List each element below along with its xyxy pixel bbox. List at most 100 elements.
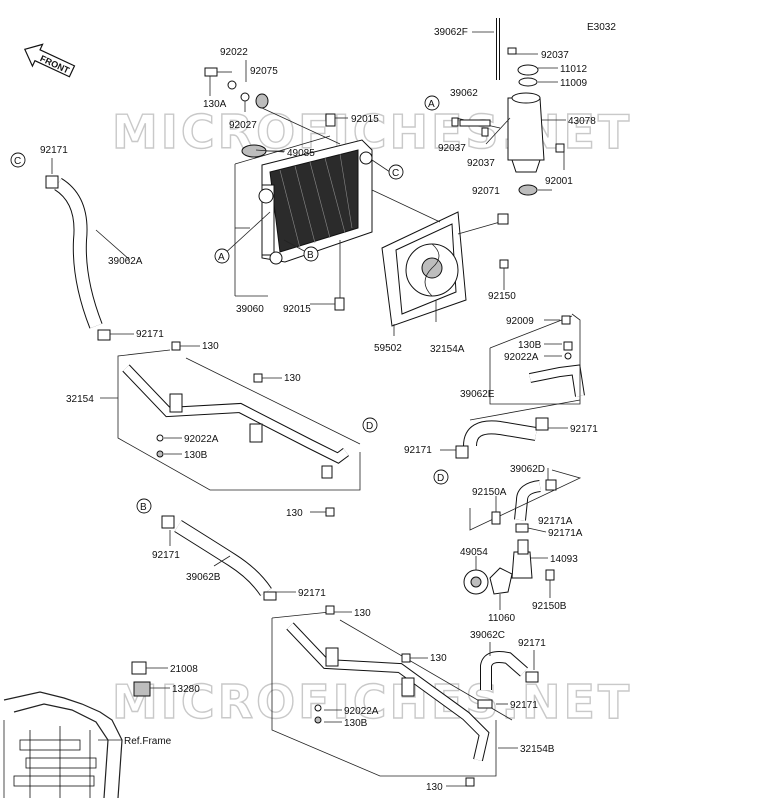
cooling-fan [381,211,509,327]
front-arrow-icon: FRONT [23,43,76,78]
label-130b-b: 130B [518,340,542,351]
label-92001: 92001 [545,176,573,187]
label-92171-e2: 92171 [404,445,432,456]
label-49085: 49085 [287,148,315,159]
diagram-code: E3032 [587,22,616,33]
hose-39062 [459,119,491,127]
clamp-92171-b [97,329,111,341]
svg-text:A: A [428,99,435,110]
svg-text:C: C [392,168,399,179]
label-32154: 32154 [66,394,94,405]
label-39062e: 39062E [460,389,495,400]
marker-a-2: A [214,248,230,264]
label-92171-b: 92171 [136,329,164,340]
svg-text:D: D [366,421,373,432]
radiator [258,139,373,265]
label-92171-c: 92171 [152,550,180,561]
marker-d-2: D [433,469,449,485]
label-92071: 92071 [472,186,500,197]
label-92171a-a: 92171A [538,516,573,527]
label-ref-frame: Ref.Frame [124,736,172,747]
label-11012: 11012 [560,64,588,75]
thermostat-housing-14093 [511,539,533,579]
marker-d-1: D [362,417,378,433]
label-39062c: 39062C [470,630,505,641]
label-92150b: 92150B [532,601,567,612]
label-92171a-b: 92171A [548,528,583,539]
label-92037-b: 92037 [438,143,466,154]
label-130-b: 130 [284,373,301,384]
label-11060: 11060 [488,613,516,624]
bolt-130-d [325,605,335,615]
label-92037-c: 92037 [467,158,495,169]
svg-text:A: A [218,252,225,263]
clamp-92171-c2 [477,699,493,709]
clamp-92171-e1 [455,445,469,459]
svg-text:C: C [14,156,21,167]
label-92037-a: 92037 [541,50,569,61]
label-39062d: 39062D [510,464,545,475]
label-92027: 92027 [229,120,257,131]
thermostat-49054 [463,569,489,595]
label-39062: 39062 [450,88,478,99]
pipe-32154a [529,364,585,397]
label-130-a: 130 [202,341,219,352]
clamp-92171-e2 [535,417,549,431]
label-14093: 14093 [550,554,578,565]
frame-reference [3,691,123,798]
label-92150: 92150 [488,291,516,302]
washer-92022 [227,80,237,90]
clamp-92171-a [45,175,59,189]
label-92150a: 92150A [472,487,507,498]
label-92171-f: 92171 [518,638,546,649]
label-39060: 39060 [236,304,264,315]
label-92171-a: 92171 [40,145,68,156]
part-21008 [131,661,147,675]
clamp-92171a-2 [515,523,529,533]
label-32154b: 32154B [520,744,555,755]
svg-text:B: B [307,250,314,261]
label-59502: 59502 [374,343,402,354]
label-39062b: 39062B [186,572,221,583]
clip-92015-bottom [334,297,345,311]
label-92022a-c: 92022A [344,706,379,717]
label-130-d: 130 [354,608,371,619]
label-130-e: 130 [430,653,447,664]
label-92171-e1: 92171 [570,424,598,435]
label-49054: 49054 [460,547,488,558]
label-39062a: 39062A [108,256,143,267]
clip-92015-top [325,113,336,127]
label-43078: 43078 [568,116,596,127]
bolt-92150 [499,259,509,269]
clamp-92171-c1 [525,671,539,683]
bolt-92150b [545,569,555,581]
collar-92027 [240,92,250,102]
bolt-130-c [325,507,335,517]
marker-b-1: B [303,246,319,262]
bolt-130-a [171,341,181,351]
label-11009: 11009 [560,78,588,89]
part-13280 [133,681,151,697]
clamp-92037-top [507,47,517,55]
marker-c-1: C [388,164,404,180]
svg-text:D: D [437,473,444,484]
label-92171-g: 92171 [510,700,538,711]
label-130a: 130A [203,99,227,110]
label-92171-d: 92171 [298,588,326,599]
pipe-32154b [286,622,490,762]
label-130b-a: 130B [184,450,208,461]
bolt-130-b [253,373,263,383]
bolt-92009 [561,315,571,325]
label-13280: 13280 [172,684,200,695]
label-92009: 92009 [506,316,534,327]
grommet-92075 [255,93,269,109]
label-92075: 92075 [250,66,278,77]
bolt-130-f [465,777,475,787]
label-92015-a: 92015 [351,114,379,125]
gasket-11060 [489,567,513,595]
bolt-130-e [401,653,411,663]
clamp-92171a-1 [545,479,557,491]
bolt-130a [204,67,232,77]
clamp-92171-b2 [263,591,277,601]
